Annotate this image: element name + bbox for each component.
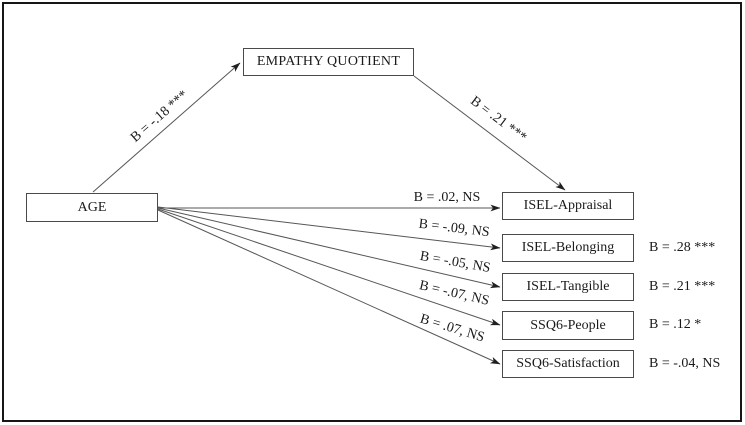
- node-ssq6-satisfaction: SSQ6-Satisfaction: [502, 350, 634, 378]
- node-age: AGE: [26, 193, 158, 222]
- edge-age-to-isel-belonging: [157, 206, 501, 251]
- edge-age-to-empathy-quotient: [92, 62, 241, 193]
- stat-label-isel-belonging: B = .28 ***: [649, 240, 716, 255]
- stat-label-isel-tangible: B = .21 ***: [649, 279, 716, 294]
- path-label-age-to-isel-appraisal: B = .02, NS: [413, 190, 481, 205]
- node-ssq6-people: SSQ6-People: [502, 311, 634, 340]
- node-empathy-quotient: EMPATHY QUOTIENT: [243, 48, 414, 76]
- edge-age-to-isel-tangible: [157, 207, 501, 289]
- edge-empathy-quotient-to-isel-appraisal: [413, 75, 566, 191]
- stat-label-ssq6-people: B = .12 *: [649, 317, 702, 332]
- edge-age-to-ssq6-satisfaction: [157, 209, 501, 365]
- node-isel-belonging: ISEL-Belonging: [502, 234, 634, 262]
- stat-label-ssq6-satisfaction: B = -.04, NS: [649, 356, 721, 371]
- edge-age-to-ssq6-people: [157, 208, 501, 326]
- node-isel-appraisal: ISEL-Appraisal: [502, 192, 634, 220]
- node-isel-tangible: ISEL-Tangible: [502, 273, 634, 301]
